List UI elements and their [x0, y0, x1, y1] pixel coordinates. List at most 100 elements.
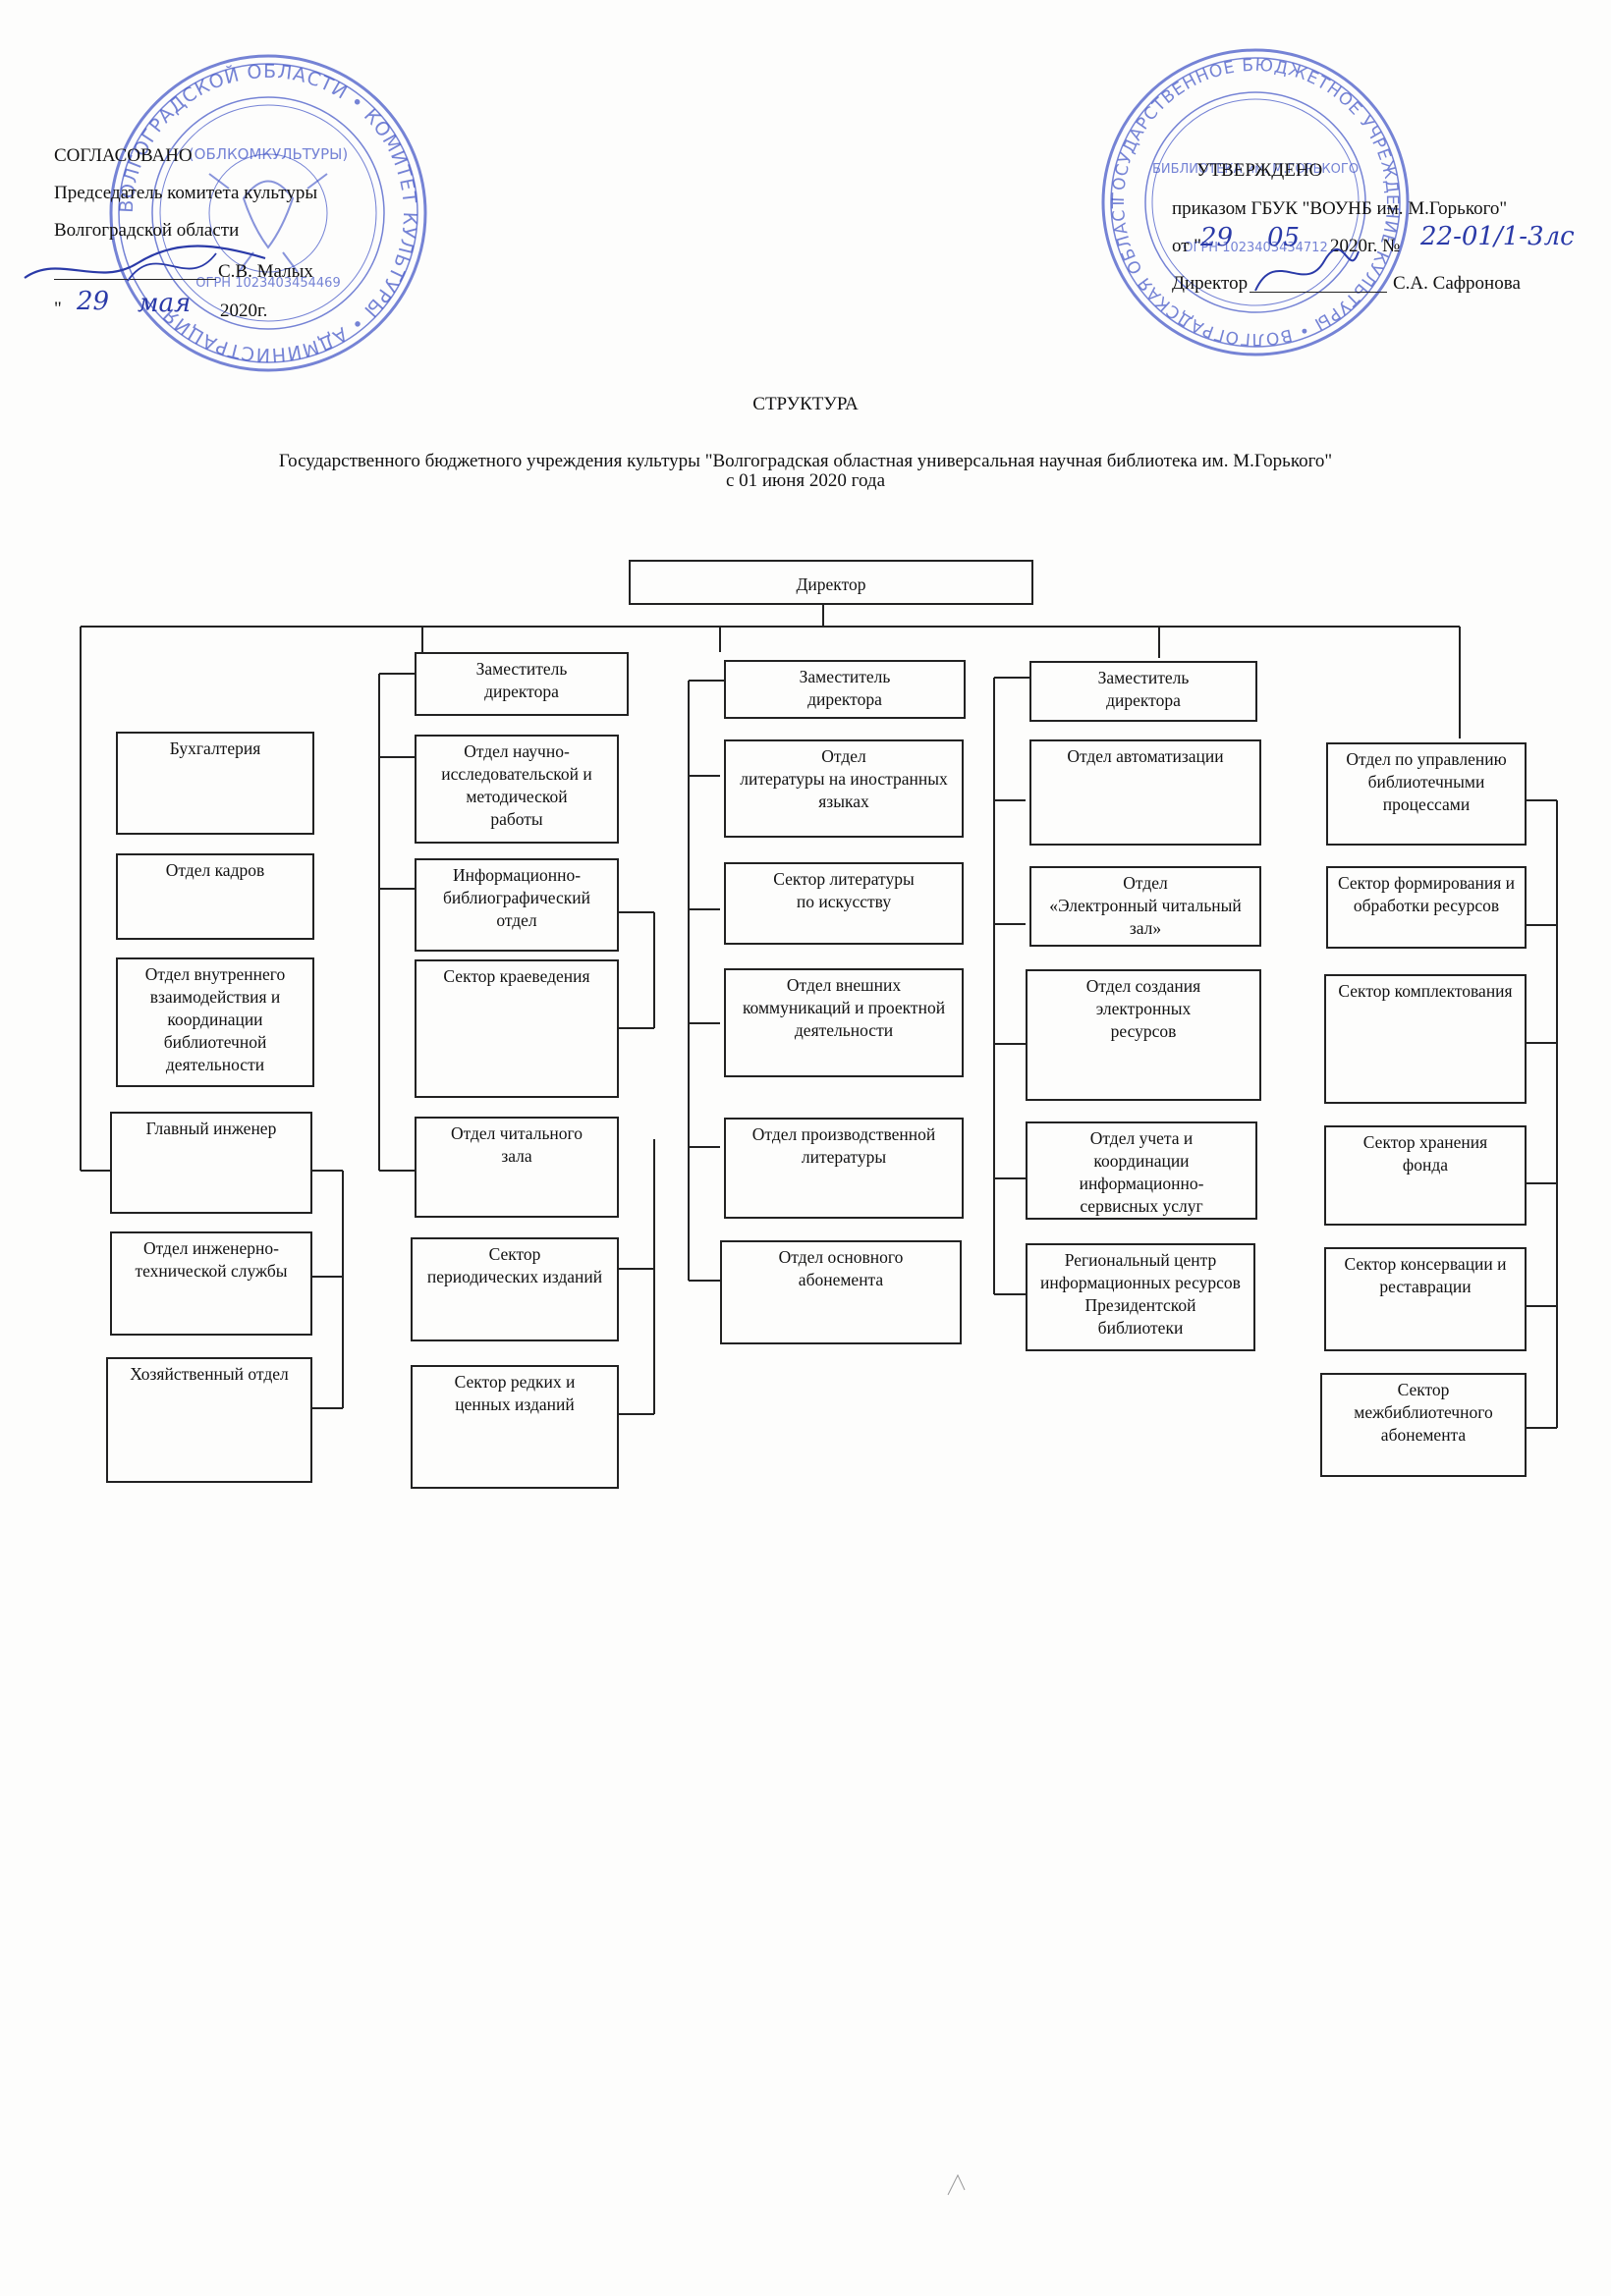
box-label-line: Отдел научно- [464, 741, 570, 761]
box-acquisition: Сектор комплектования [1324, 974, 1527, 1104]
box-label-line: электронных [1095, 999, 1192, 1018]
box-label-line: исследовательской и [441, 764, 592, 784]
box-label-line: процессами [1382, 794, 1471, 814]
box-label-line: коммуникаций и проектной [742, 998, 946, 1017]
box-label-line: работы [490, 809, 543, 829]
box-research-methodical: Отдел научно-исследовательской и методиче… [415, 735, 619, 844]
box-label-line: зала [501, 1146, 532, 1166]
box-label-line: Сектор консервации и [1344, 1254, 1507, 1274]
approval-left-date-quote: " [54, 299, 62, 319]
box-info-bibliographic: Информационно-библиографический отдел [415, 858, 619, 952]
box-label-line: Сектор формирования и [1337, 873, 1516, 893]
box-label-line: зал» [1129, 918, 1162, 938]
box-label-line: Сектор комплектования [1338, 981, 1513, 1001]
box-label-line: литературы [801, 1147, 887, 1167]
box-label-line: Директор [796, 574, 866, 594]
approval-right-line1: приказом ГБУК "ВОУНБ им. М.Горького" [1172, 198, 1508, 219]
approval-left-line1: Председатель комитета культуры [54, 183, 318, 203]
box-label-line: языках [818, 792, 869, 811]
box-art-literature: Сектор литературы по искусству [724, 862, 964, 945]
box-label-line: межбиблиотечного [1354, 1402, 1493, 1422]
seal-right-ogrn: ОГРН 1023403434712 [1183, 241, 1327, 255]
box-label-line: Отдел [821, 746, 866, 766]
box-label-line: по искусству [796, 892, 892, 911]
approval-left-date-year: 2020г. [220, 301, 268, 321]
box-label-line: Президентской [1084, 1295, 1196, 1315]
box-conservation: Сектор консервации и реставрации [1324, 1247, 1527, 1351]
box-deputy-2: Заместитель директора [724, 660, 966, 719]
box-hr: Отдел кадров [116, 853, 314, 940]
box-label-line: фонда [1402, 1155, 1449, 1175]
box-label-line: директора [807, 689, 882, 709]
box-label-line: директора [484, 682, 559, 701]
box-accounting: Бухгалтерия [116, 732, 314, 835]
box-label-line: Отдел [1123, 873, 1168, 893]
approval-right-from: от " [1172, 236, 1202, 256]
box-label-line: Сектор хранения [1362, 1132, 1488, 1152]
box-label-line: Отдел инженерно- [142, 1238, 280, 1258]
box-label-line: деятельности [165, 1055, 265, 1074]
box-label-line: Сектор редких и [454, 1372, 576, 1392]
box-label-line: Отдел по управлению [1346, 749, 1507, 769]
approval-right-date-month: 05 [1267, 223, 1301, 252]
box-label-line: периодических изданий [426, 1267, 603, 1286]
box-label-line: координации [1093, 1151, 1190, 1171]
box-label-line: координации [167, 1010, 263, 1029]
box-label-line: Бухгалтерия [169, 738, 261, 758]
box-label-line: Сектор [1397, 1380, 1450, 1399]
box-label-line: сервисных услуг [1080, 1196, 1203, 1216]
box-label-line: отдел [496, 910, 537, 930]
approval-left-date-month: мая [138, 289, 192, 318]
box-automation: Отдел автоматизации [1029, 739, 1261, 846]
box-chief-engineer: Главный инженер [110, 1112, 312, 1214]
signature-right-icon [1254, 247, 1360, 292]
box-external-communications: Отдел внешних коммуникаций и проектной дея… [724, 968, 964, 1077]
box-label-line: библиотеки [1097, 1318, 1184, 1338]
scan-mark-icon [947, 2173, 966, 2196]
approval-right-signer: С.А. Сафронова [1393, 273, 1521, 294]
box-label-line: Главный инженер [145, 1119, 277, 1138]
box-local-history: Сектор краеведения [415, 959, 619, 1098]
seal-right-inner-text: БИБЛИОТЕКА им. М.ГОРЬКОГО [1152, 162, 1359, 177]
box-label-line: обработки ресурсов [1353, 896, 1500, 915]
box-label-line: деятельности [794, 1020, 894, 1040]
seal-left-inner-text: (ОБЛКОМКУЛЬТУРЫ) [189, 145, 348, 163]
box-label-line: директора [1106, 690, 1181, 710]
box-interlibrary-loan: Сектор межбиблиотечного абонемента [1320, 1373, 1527, 1477]
box-label-line: Заместитель [799, 667, 891, 686]
box-label-line: библиографический [443, 888, 590, 907]
box-label-line: библиотечной [163, 1032, 267, 1052]
page-subtitle: Государственного бюджетного учреждения к… [278, 451, 1333, 471]
box-label-line: Заместитель [1097, 668, 1190, 687]
box-label-line: абонемента [1380, 1425, 1467, 1445]
approval-right-signature-line [1250, 292, 1387, 293]
box-director: Директор [629, 560, 1033, 605]
approval-right-title: УТВЕРЖДЕНО [1196, 160, 1323, 181]
box-label-line: Информационно- [452, 865, 582, 885]
box-engineering-service: Отдел инженерно-технической службы [110, 1231, 312, 1336]
box-label-line: методической [466, 787, 568, 806]
box-label-line: Отдел внешних [786, 975, 902, 995]
approval-right-director-label: Директор [1172, 273, 1249, 294]
effective-date: с 01 июня 2020 года [725, 470, 886, 491]
box-household: Хозяйственный отдел [106, 1357, 312, 1483]
box-label-line: Сектор [488, 1244, 541, 1264]
box-label-line: ценных изданий [455, 1394, 575, 1414]
box-label-line: взаимодействия и [149, 987, 281, 1007]
box-periodicals: Сектор периодических изданий [411, 1237, 619, 1341]
box-deputy-3: Заместитель директора [1029, 661, 1257, 722]
box-label-line: ресурсов [1110, 1021, 1177, 1041]
box-label-line: реставрации [1379, 1277, 1472, 1296]
box-label-line: Сектор литературы [773, 869, 915, 889]
box-label-line: технической службы [135, 1261, 288, 1281]
